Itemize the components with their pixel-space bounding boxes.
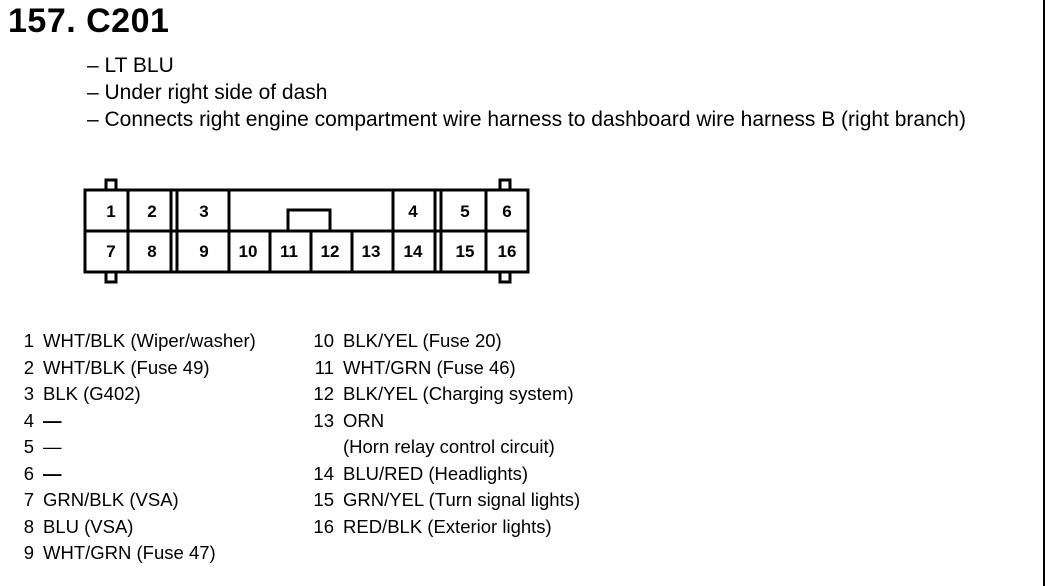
pin-entry: 1 WHT/BLK (Wiper/washer) bbox=[22, 328, 256, 355]
pin-label: 4 bbox=[408, 202, 418, 221]
pin-wire-desc: WHT/BLK (Fuse 49) bbox=[43, 356, 210, 378]
pin-wire-desc: BLU/RED (Headlights) bbox=[343, 462, 529, 484]
pin-number: 3 bbox=[23, 383, 34, 404]
pin-number: 14 bbox=[313, 462, 334, 484]
pin-label: 9 bbox=[199, 242, 208, 261]
pin-number: 5 bbox=[23, 436, 34, 457]
pin-label: 13 bbox=[362, 242, 381, 261]
pin-entry: 15 GRN/YEL (Turn signal lights) bbox=[313, 487, 580, 514]
pin-wire-desc: WHT/BLK (Wiper/washer) bbox=[43, 330, 256, 351]
pin-number: 6 bbox=[23, 462, 34, 484]
pin-label: 8 bbox=[147, 242, 156, 261]
pin-label: 7 bbox=[106, 242, 115, 261]
connector-function: – Connects right engine compartment wire… bbox=[87, 108, 966, 131]
pin-wire-desc: GRN/YEL (Turn signal lights) bbox=[343, 489, 581, 510]
pin-entry: 10 BLK/YEL (Fuse 20) bbox=[313, 328, 580, 355]
pin-entry: 6— bbox=[22, 461, 256, 488]
pin-number: 7 bbox=[23, 489, 34, 510]
connector-location: – Under right side of dash bbox=[87, 81, 328, 104]
pin-number: 15 bbox=[313, 489, 334, 510]
page-border-line bbox=[1043, 0, 1045, 586]
pin-label: 1 bbox=[106, 202, 115, 221]
locking-tab-top-right bbox=[498, 178, 512, 192]
pin-entry-continuation: (Horn relay control circuit) bbox=[313, 434, 580, 461]
page-title: 157. C201 bbox=[8, 2, 170, 40]
pin-number: 9 bbox=[23, 542, 34, 563]
locking-tab-bottom-left bbox=[104, 270, 118, 284]
pin-number: 16 bbox=[313, 515, 334, 537]
pin-wire-desc: — bbox=[43, 436, 62, 457]
pin-label: 5 bbox=[460, 202, 469, 221]
pin-label: 6 bbox=[502, 202, 511, 221]
pin-label: 12 bbox=[321, 242, 340, 261]
center-key bbox=[286, 208, 332, 231]
pin-number: 12 bbox=[313, 383, 334, 404]
pin-label: 3 bbox=[199, 202, 208, 221]
pin-label: 14 bbox=[404, 242, 423, 261]
pin-entry: 7 GRN/BLK (VSA) bbox=[22, 487, 256, 514]
pin-wire-desc: WHT/GRN (Fuse 47) bbox=[43, 542, 216, 563]
pin-wire-desc: ORN bbox=[343, 409, 385, 431]
pin-entry: 16 RED/BLK (Exterior lights) bbox=[313, 514, 580, 541]
pin-wire-desc: (Horn relay control circuit) bbox=[343, 436, 555, 457]
pin-entry: 12 BLK/YEL (Charging system) bbox=[313, 381, 580, 408]
pin-number: 10 bbox=[313, 330, 334, 351]
pin-number: 2 bbox=[23, 356, 34, 378]
pin-wire-desc: BLK/YEL (Charging system) bbox=[343, 383, 574, 404]
connector-description: – LT BLU – Under right side of dash – Co… bbox=[87, 52, 966, 133]
pin-wire-desc: — bbox=[43, 409, 62, 431]
locking-tab-top-left bbox=[104, 178, 118, 192]
pin-number: 13 bbox=[313, 409, 334, 431]
pin-entry: 9 WHT/GRN (Fuse 47) bbox=[22, 540, 256, 567]
pin-wire-desc: GRN/BLK (VSA) bbox=[43, 489, 179, 510]
pin-label: 11 bbox=[280, 242, 298, 261]
pin-entry: 8 BLU (VSA) bbox=[22, 514, 256, 541]
pin-number: 11 bbox=[314, 356, 334, 378]
pin-entry: 2 WHT/BLK (Fuse 49) bbox=[22, 355, 256, 382]
locking-tab-bottom-right bbox=[498, 270, 512, 284]
pin-wire-desc: BLU (VSA) bbox=[43, 515, 134, 537]
pin-number: 8 bbox=[23, 515, 34, 537]
pin-label: 10 bbox=[239, 242, 258, 261]
pin-entry: 3 BLK (G402) bbox=[22, 381, 256, 408]
pin-number: 1 bbox=[23, 330, 34, 351]
pin-entry: 11 WHT/GRN (Fuse 46) bbox=[313, 355, 580, 382]
pin-number: 4 bbox=[23, 409, 34, 431]
pin-entry: 13 ORN bbox=[313, 408, 580, 435]
pin-wire-desc: RED/BLK (Exterior lights) bbox=[343, 515, 552, 537]
pin-wire-desc: BLK (G402) bbox=[43, 383, 141, 404]
pin-label: 15 bbox=[456, 242, 475, 261]
connector-color: – LT BLU bbox=[87, 54, 174, 77]
pin-wire-desc: WHT/GRN (Fuse 46) bbox=[343, 356, 516, 378]
pin-wire-desc: — bbox=[43, 462, 62, 484]
connector-face-diagram: 1 2 3 4 5 6 7 8 9 10 11 12 13 14 15 16 bbox=[83, 178, 530, 284]
pin-list-left: 1 WHT/BLK (Wiper/washer) 2 WHT/BLK (Fuse 4… bbox=[22, 328, 256, 567]
pin-entry: 5— bbox=[22, 434, 256, 461]
pin-entry: 4— bbox=[22, 408, 256, 435]
pin-wire-desc: BLK/YEL (Fuse 20) bbox=[343, 330, 502, 351]
pin-label: 16 bbox=[498, 242, 517, 261]
pin-label: 2 bbox=[147, 202, 156, 221]
pin-entry: 14 BLU/RED (Headlights) bbox=[313, 461, 580, 488]
